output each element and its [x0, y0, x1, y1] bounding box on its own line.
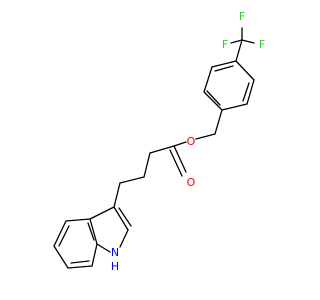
bond-ring1-f [211, 60, 237, 68]
indole-nh-hydrogen-label: H [111, 260, 119, 273]
indole-nitrogen-label: N [111, 246, 119, 259]
bond-ch2-o [195, 133, 216, 140]
bond-chain-4 [113, 182, 121, 208]
bond-cf3-ring [235, 39, 243, 62]
bond-indole-benz-c [53, 245, 69, 269]
fluorine-label-left: F [222, 38, 228, 51]
bond-ring1-c [221, 103, 248, 111]
bond-indole-c3-c2 [113, 206, 129, 231]
bond-ring1-e [203, 66, 213, 93]
bond-co-2 [169, 149, 183, 177]
fluorine-label-right: F [259, 38, 265, 51]
bond-indole-benz-d [67, 265, 93, 269]
bond-lines [53, 27, 255, 269]
bond-o-carbonyl [173, 141, 187, 147]
bond-indole-benz-e [91, 243, 98, 267]
ester-oxygen-label: O [187, 135, 196, 148]
bond-chain-3 [119, 176, 145, 184]
bond-ring1-d [203, 91, 223, 111]
bond-indole-benz-b [53, 220, 67, 247]
bond-ring1-a [235, 60, 255, 81]
bond-chain-1 [149, 145, 175, 154]
bond-ring-ch2 [214, 109, 223, 135]
bond-indole-benz-inner-2 [70, 260, 90, 264]
bond-indole-n-c7a [96, 243, 111, 253]
bond-indole-c7a-c3a [89, 218, 98, 245]
bond-indole-benz-inner-3 [87, 222, 95, 241]
bond-cf-right [241, 39, 255, 44]
bond-ring1-inner-3 [214, 65, 234, 72]
bond-indole-benz-a [65, 218, 91, 222]
bond-ring1-inner-2 [206, 90, 221, 106]
bond-indole-c3a-c3 [89, 206, 115, 220]
bond-ring1-inner-1 [242, 82, 250, 102]
bond-chain-2 [143, 152, 151, 178]
bond-ring1-b [246, 79, 255, 105]
bond-cf-left [230, 39, 243, 44]
bond-co-1 [173, 145, 187, 173]
carbonyl-oxygen-label: O [187, 176, 196, 189]
bond-indole-c2-n [119, 229, 129, 248]
fluorine-label-top: F [239, 10, 245, 23]
atom-labels: F F F O O N H [111, 10, 265, 273]
bond-indole-c2-c3-inner [118, 207, 132, 227]
molecule-diagram: F F F O O N H [53, 10, 265, 273]
bond-indole-benz-inner-1 [58, 225, 70, 247]
